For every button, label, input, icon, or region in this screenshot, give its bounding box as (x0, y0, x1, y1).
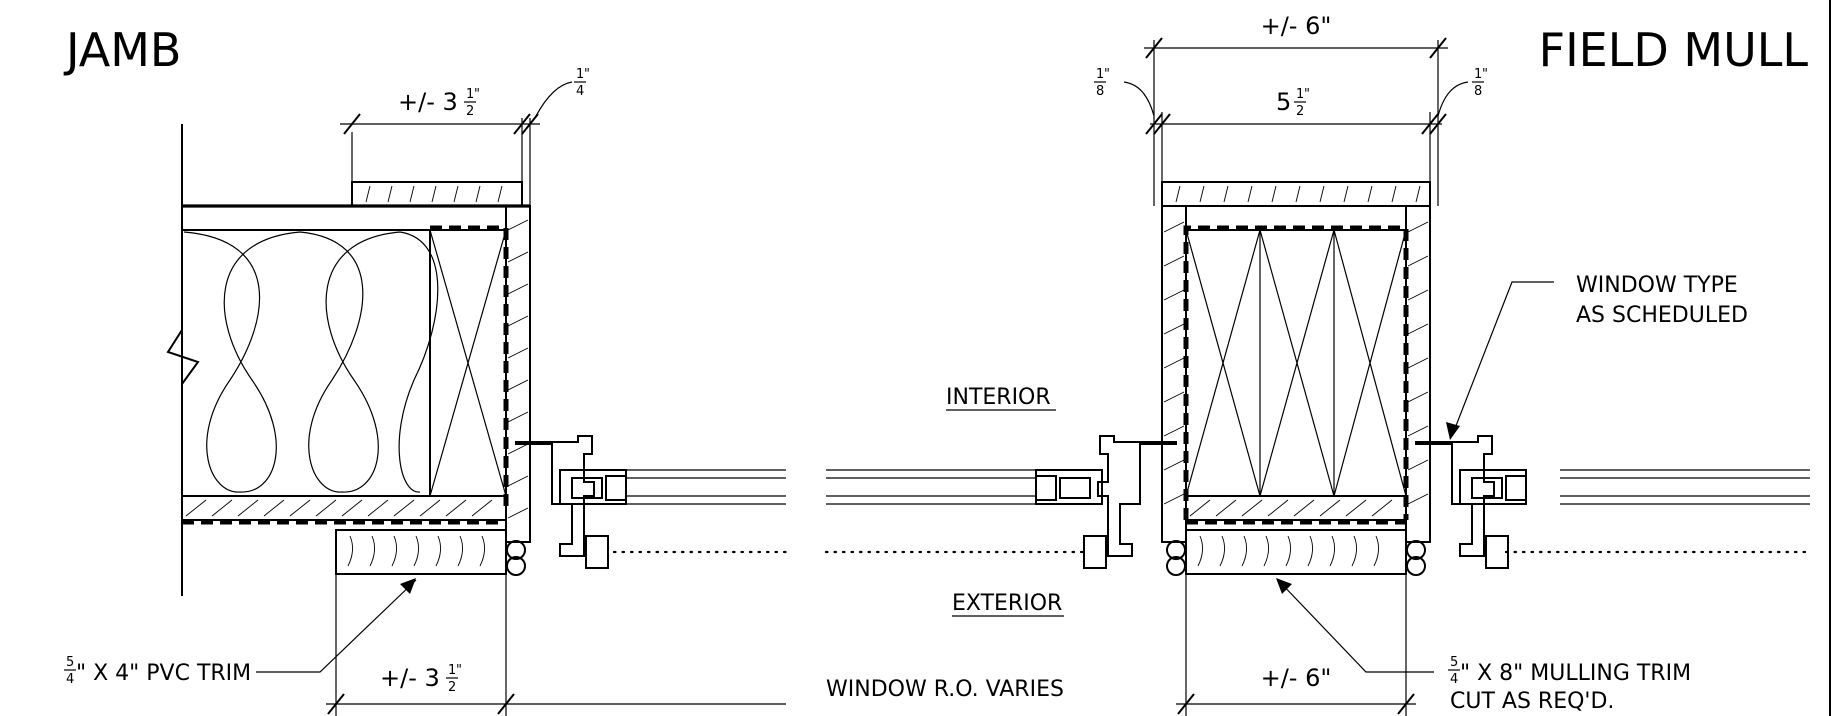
exterior-label: EXTERIOR (952, 591, 1062, 616)
svg-text:": " (1482, 67, 1488, 82)
dim-mull-bottom-text: +/- 6" (1261, 664, 1332, 692)
svg-text:2: 2 (466, 104, 474, 119)
svg-text:8: 8 (1474, 84, 1482, 99)
svg-text:1: 1 (1474, 67, 1482, 82)
title-jamb: JAMB (63, 23, 181, 77)
window-type-label-line1: WINDOW TYPE (1576, 273, 1738, 298)
title-field-mull: FIELD MULL (1539, 23, 1809, 77)
dim-jamb-gap-text: 1 (576, 67, 584, 82)
svg-text:1: 1 (1296, 87, 1304, 102)
svg-text:2: 2 (448, 680, 456, 695)
jamb-detail: +/- 3 1 2 " 1 4 " +/- 3 1 2 " (64, 67, 788, 716)
dim-jamb-top-text: +/- 3 (398, 88, 458, 116)
mulling-trim-label-line2: CUT AS REQ'D. (1450, 689, 1614, 714)
window-ro-label: WINDOW R.O. VARIES (826, 677, 1064, 702)
field-mull-detail: +/- 6" 5 1 2 " 1 8 " 1 (824, 12, 1812, 716)
svg-text:2: 2 (1296, 104, 1304, 119)
interior-label: INTERIOR (946, 385, 1051, 410)
pvc-trim-label: " X 4" PVC TRIM (76, 661, 251, 686)
svg-text:": " (474, 87, 480, 102)
window-type-callout: WINDOW TYPE AS SCHEDULED (1446, 273, 1748, 440)
svg-text:5: 5 (66, 655, 74, 670)
window-frame-jamb-icon (506, 435, 627, 576)
svg-text:": " (584, 67, 590, 82)
pvc-trim-callout: 5 4 " X 4" PVC TRIM (64, 578, 417, 687)
svg-text:8: 8 (1096, 84, 1104, 99)
dim-mull-gap-right: 1 8 " (1437, 67, 1488, 117)
window-type-label-line2: AS SCHEDULED (1576, 303, 1748, 328)
window-frame-left-icon (1035, 435, 1186, 576)
dim-mull-top-overall-text: +/- 6" (1261, 12, 1332, 40)
mulling-trim-label-line1: " X 8" MULLING TRIM (1460, 661, 1691, 686)
svg-text:1: 1 (466, 87, 474, 102)
svg-text:4: 4 (1450, 672, 1458, 687)
dim-jamb-bottom: +/- 3 1 2 " (326, 560, 786, 716)
svg-text:4: 4 (66, 672, 74, 687)
window-frame-right-icon (1406, 435, 1527, 576)
dim-jamb-top: +/- 3 1 2 " 1 4 " (340, 67, 590, 206)
batt-insulation-icon (183, 231, 439, 493)
svg-text:1: 1 (1096, 67, 1104, 82)
svg-text:": " (1304, 87, 1310, 102)
svg-text:": " (1104, 67, 1110, 82)
dim-mull-top-inner-text: 5 (1276, 88, 1291, 116)
svg-text:1: 1 (448, 663, 456, 678)
dim-jamb-bottom-text: +/- 3 (380, 664, 440, 692)
dim-mull-top-overall: +/- 6" (1144, 12, 1448, 206)
dim-mull-top-inner: 5 1 2 " (1145, 87, 1447, 182)
svg-text:4: 4 (576, 84, 584, 99)
dim-mull-bottom: +/- 6" (1176, 574, 1416, 716)
dim-mull-gap-left: 1 8 " (1094, 67, 1155, 117)
svg-text:5: 5 (1450, 655, 1458, 670)
mulling-trim-callout: 5 4 " X 8" MULLING TRIM CUT AS REQ'D. (1276, 578, 1691, 714)
svg-text:": " (456, 663, 462, 678)
